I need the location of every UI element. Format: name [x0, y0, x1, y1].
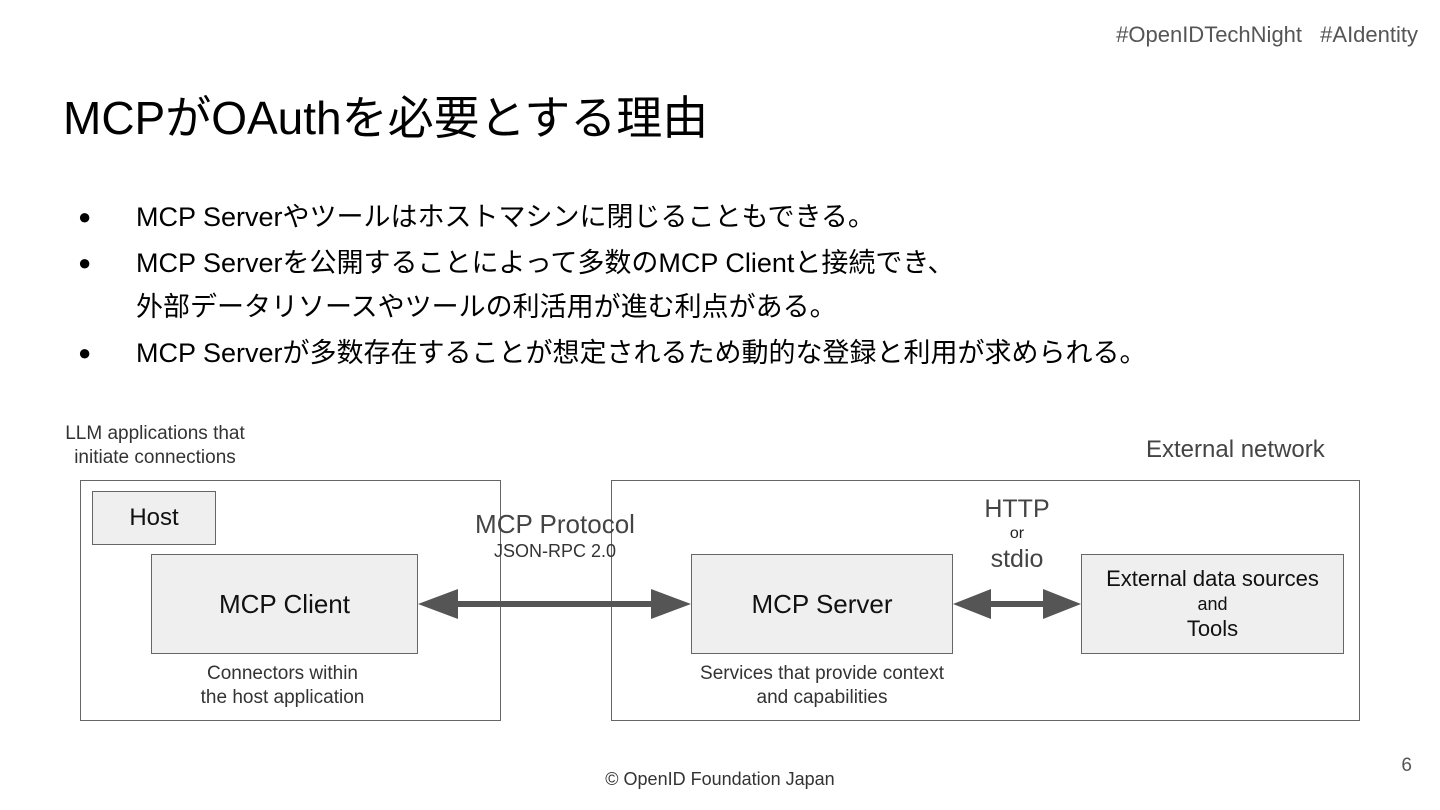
transport-or: or [1009, 525, 1025, 542]
client-side-label: LLM applications that initiate connectio… [65, 423, 245, 468]
server-caption: Services that provide context and capabi… [700, 663, 944, 708]
bullet-list: ● MCP Serverやツールはホストマシンに閉じることもできる。 ● MCP… [78, 195, 1398, 377]
bullet-item: ● MCP Serverを公開することによって多数のMCP Clientと接続で… [78, 241, 1398, 329]
bullet-text: MCP Serverやツールはホストマシンに閉じることもできる。 [136, 202, 875, 232]
bullet-text: MCP Serverを公開することによって多数のMCP Clientと接続でき、 [136, 248, 955, 278]
hashtags: #OpenIDTechNight #AIdentity [1116, 22, 1418, 48]
transport-label: HTTP or stdio [967, 494, 1067, 574]
transport-stdio: stdio [990, 545, 1044, 573]
client-application-frame [80, 480, 501, 721]
bullet-item: ● MCP Serverが多数存在することが想定されるため動的な登録と利用が求め… [78, 331, 1398, 375]
mcp-server-box: MCP Server [691, 554, 953, 654]
bullet-dot-icon: ● [78, 204, 92, 229]
slide-title: MCPがOAuthを必要とする理由 [63, 92, 709, 144]
client-caption: Connectors within the host application [200, 663, 365, 708]
protocol-sub: JSON-RPC 2.0 [493, 541, 617, 561]
copyright: © OpenID Foundation Japan [605, 769, 835, 789]
protocol-arrow [418, 589, 691, 619]
transport-arrow [953, 589, 1081, 619]
bullet-dot-icon: ● [78, 340, 92, 365]
external-network-label: External network [1146, 436, 1325, 463]
transport-http: HTTP [984, 495, 1050, 523]
mcp-client-box: MCP Client [151, 554, 418, 654]
bullet-dot-icon: ● [78, 250, 92, 275]
hashtag-openid-tech-night: #OpenIDTechNight [1116, 22, 1303, 47]
external-sources-box: External data sources and Tools [1081, 554, 1344, 654]
external-network-frame [611, 480, 1360, 721]
bullet-text-continued: 外部データリソースやツールの利活用が進む利点がある。 [136, 292, 837, 322]
page-number: 6 [1401, 755, 1412, 776]
protocol-name: MCP Protocol [475, 509, 635, 539]
hashtag-aidentity: #AIdentity [1320, 22, 1418, 47]
bullet-item: ● MCP Serverやツールはホストマシンに閉じることもできる。 [78, 195, 1398, 239]
host-box: Host [92, 491, 216, 545]
protocol-label: MCP Protocol JSON-RPC 2.0 [455, 509, 655, 563]
bullet-text: MCP Serverが多数存在することが想定されるため動的な登録と利用が求められ… [136, 338, 1147, 368]
